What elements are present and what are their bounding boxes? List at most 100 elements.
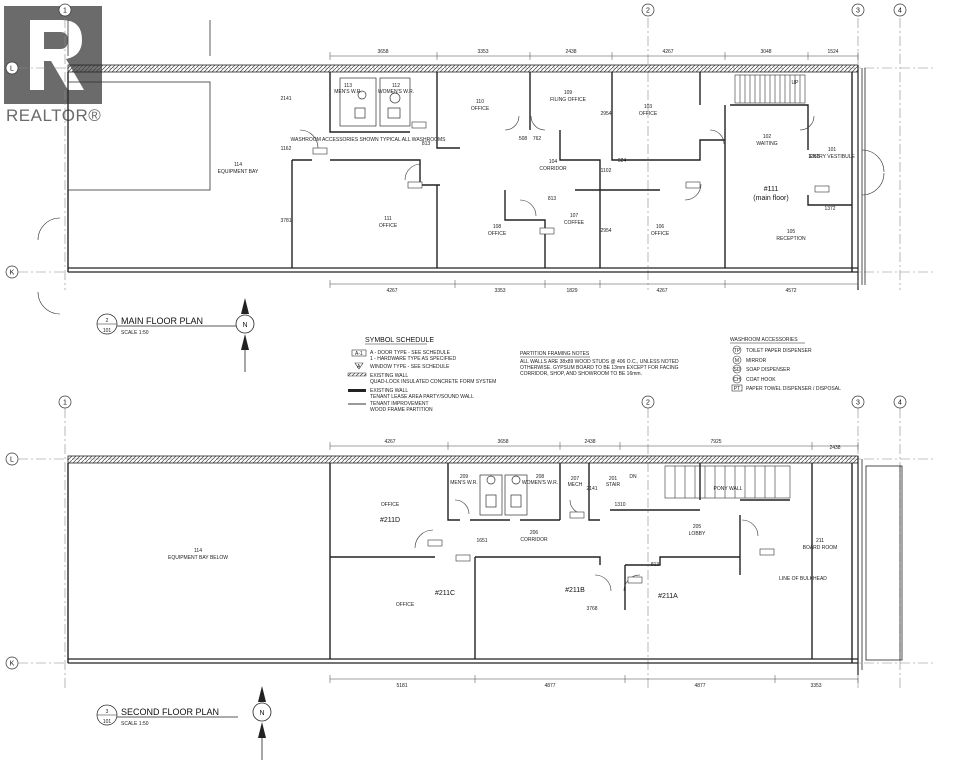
room-name: FILING OFFICE bbox=[550, 97, 587, 103]
second-dimension-lines bbox=[329, 442, 859, 683]
dimension-label: 7925 bbox=[710, 439, 721, 445]
window-tag: A bbox=[357, 364, 361, 370]
main-floor-plan: 114 EQUIPMENT BAY 113 MEN'S W.R. 112 WOM… bbox=[37, 20, 885, 372]
grid-label: 4 bbox=[898, 400, 902, 407]
room-name: EQUIPMENT BAY bbox=[218, 169, 259, 175]
plan-title: MAIN FLOOR PLAN bbox=[121, 316, 203, 326]
room-number: 209 bbox=[460, 474, 469, 480]
main-washroom-fixtures bbox=[339, 77, 411, 127]
dimension-label: 813 bbox=[651, 562, 660, 568]
dimension-label: 4267 bbox=[656, 288, 667, 294]
second-plan-title-block: 3 101 SECOND FLOOR PLAN SCALE 1:50 bbox=[96, 704, 238, 727]
second-stair bbox=[664, 465, 791, 499]
main-stair bbox=[734, 74, 806, 104]
accessory-tag: TP bbox=[734, 348, 741, 354]
dimension-label: 1651 bbox=[476, 538, 487, 544]
legend-item: TENANT IMPROVEMENT bbox=[370, 401, 429, 407]
room-number: 113 bbox=[344, 83, 352, 89]
dimension-label: 3353 bbox=[808, 154, 819, 160]
dimension-label: 2438 bbox=[565, 49, 576, 55]
dimension-label: 4267 bbox=[386, 288, 397, 294]
dimension-label: 2438 bbox=[584, 439, 595, 445]
plan-ref-sheet: 101 bbox=[103, 328, 112, 334]
main-door-swings bbox=[37, 115, 885, 315]
room-name: OFFICE bbox=[488, 231, 507, 237]
dimension-label: 1372 bbox=[824, 206, 835, 212]
accessory-tag: SD bbox=[734, 367, 741, 373]
dimension-label: 813 bbox=[422, 141, 431, 147]
grid-label: 1 bbox=[63, 8, 67, 15]
stair-direction: UP bbox=[792, 80, 800, 86]
realtor-logo: REALTOR® bbox=[0, 0, 112, 130]
pony-wall-label: PONY WALL bbox=[714, 486, 743, 492]
dimension-label: 624 bbox=[618, 158, 627, 164]
unit-number: #211D bbox=[380, 517, 400, 524]
grid-label: L bbox=[10, 66, 14, 73]
accessory-label: TOILET PAPER DISPENSER bbox=[746, 348, 812, 354]
dimension-label: 3353 bbox=[477, 49, 488, 55]
grid-lines bbox=[18, 18, 935, 690]
room-name: MEN'S W.R. bbox=[450, 480, 478, 486]
dimension-label: 4267 bbox=[662, 49, 673, 55]
main-door-tags bbox=[312, 121, 830, 235]
plan-scale: SCALE 1:50 bbox=[121, 330, 149, 336]
unit-number: #211A bbox=[658, 593, 678, 600]
room-number: 108 bbox=[493, 224, 502, 230]
dimension-label: 2141 bbox=[586, 486, 597, 492]
grid-label: L bbox=[10, 457, 14, 464]
room-number: 101 bbox=[828, 147, 837, 153]
dimension-label: 2438 bbox=[829, 445, 840, 451]
dimension-label: 4267 bbox=[384, 439, 395, 445]
room-name: WOMEN'S W.R. bbox=[522, 480, 558, 486]
room-name: LOBBY bbox=[689, 531, 706, 537]
plan-ref-number: 3 bbox=[106, 709, 109, 715]
grid-bubbles bbox=[5, 3, 907, 670]
room-number: 104 bbox=[549, 159, 558, 165]
plan-scale: SCALE 1:50 bbox=[121, 721, 149, 727]
room-number: 109 bbox=[564, 90, 573, 96]
north-label: N bbox=[259, 710, 264, 717]
room-name: WOMEN'S W.R. bbox=[378, 89, 414, 95]
plan-ref-number: 2 bbox=[106, 318, 109, 324]
room-number: 206 bbox=[530, 530, 539, 536]
dimension-label: 4572 bbox=[785, 288, 796, 294]
room-number: 105 bbox=[787, 229, 796, 235]
dimension-label: 2954 bbox=[600, 228, 611, 234]
legend-item: EXISTING WALL bbox=[370, 388, 408, 394]
room-name: BOARD ROOM bbox=[803, 545, 838, 551]
room-name: OFFICE bbox=[639, 111, 658, 117]
legend-item: TENANT LEASE AREA PARTY/SOUND WALL bbox=[370, 394, 474, 400]
unit-number: #211C bbox=[435, 590, 455, 597]
washroom-note: WASHROOM ACCESSORIES SHOWN TYPICAL ALL W… bbox=[290, 137, 446, 143]
main-plan-title-block: 2 101 MAIN FLOOR PLAN SCALE 1:50 bbox=[96, 313, 238, 336]
room-number: 205 bbox=[693, 524, 702, 530]
second-washroom-fixtures bbox=[479, 474, 528, 516]
legend-title: SYMBOL SCHEDULE bbox=[365, 337, 434, 344]
room-name: RECEPTION bbox=[776, 236, 806, 242]
room-name: WAITING bbox=[756, 141, 777, 147]
room-name: COFFEE bbox=[564, 220, 585, 226]
dimension-label: 1162 bbox=[281, 146, 292, 152]
room-number: 208 bbox=[536, 474, 545, 480]
dimension-label: 3658 bbox=[497, 439, 508, 445]
dimension-label: 1524 bbox=[827, 49, 838, 55]
accessories-title: WASHROOM ACCESSORIES bbox=[730, 337, 798, 343]
room-name: OFFICE bbox=[471, 106, 490, 112]
dimension-label: 4877 bbox=[694, 683, 705, 689]
room-number: 102 bbox=[763, 134, 772, 140]
room-name: OFFICE bbox=[379, 223, 398, 229]
room-name: CORRIDOR bbox=[539, 166, 567, 172]
realtor-r-mark bbox=[4, 6, 102, 104]
room-name: MECH bbox=[568, 482, 583, 488]
grid-label: K bbox=[10, 270, 15, 277]
room-name: OFFICE bbox=[381, 502, 400, 508]
room-number: 201 bbox=[609, 476, 618, 482]
realtor-wordmark: REALTOR® bbox=[6, 106, 102, 125]
dimension-label: 2141 bbox=[280, 96, 291, 102]
symbol-schedule: SYMBOL SCHEDULE A-1 A - DOOR TYPE - SEE … bbox=[347, 337, 496, 413]
grid-label: 3 bbox=[856, 400, 860, 407]
unit-number: #211B bbox=[565, 587, 585, 594]
dimension-label: 508 bbox=[519, 136, 528, 142]
accessory-tag: PT bbox=[734, 386, 740, 392]
legend-item: EXISTING WALL bbox=[370, 373, 408, 379]
